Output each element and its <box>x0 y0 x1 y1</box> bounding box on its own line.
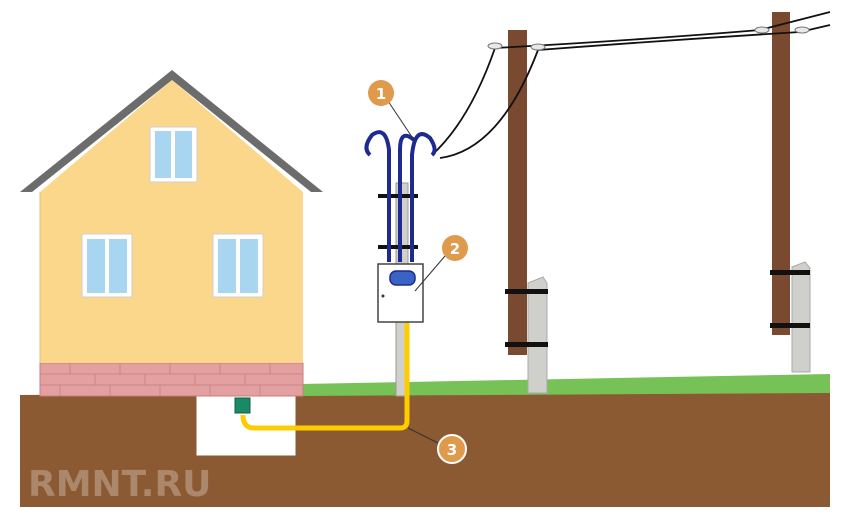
foundation-bricks <box>40 363 303 396</box>
service-drop-cable <box>364 130 437 262</box>
underground-cable <box>240 323 410 431</box>
house-foundation <box>39 362 304 397</box>
overhead-wire-second <box>537 24 831 51</box>
watermark: RMNT.RU <box>28 464 211 505</box>
meter-window <box>389 270 416 286</box>
window-right <box>212 233 264 298</box>
drop-wire-2 <box>439 49 539 159</box>
callout-1-label: 1 <box>376 85 386 103</box>
callout-leaders <box>387 100 446 444</box>
callout-1-leader <box>387 100 415 141</box>
power-pole-1 <box>505 30 548 394</box>
callout-2-badge <box>442 235 468 261</box>
cable-entry-box <box>234 397 251 414</box>
window-attic <box>149 126 198 183</box>
drop-wire-1 <box>431 47 496 156</box>
callout-2-label: 2 <box>450 240 460 258</box>
callout-2: 2 <box>442 235 468 261</box>
callout-3-label: 3 <box>447 441 457 459</box>
meter-lock <box>381 294 385 298</box>
power-pole-2 <box>770 12 811 373</box>
callout-3: 3 <box>437 434 467 464</box>
callout-1: 1 <box>368 80 394 106</box>
wood-pole-1 <box>508 30 527 355</box>
concrete-stand-1 <box>527 276 548 394</box>
window-left <box>81 233 133 298</box>
callout-2-leader <box>414 255 446 292</box>
meter-box <box>377 263 424 323</box>
watermark-text: RMNT.RU <box>28 464 211 505</box>
concrete-stand-2 <box>791 261 811 373</box>
pole-clamp-2a <box>770 270 810 275</box>
insulators <box>487 26 810 51</box>
wood-pole-2 <box>772 12 790 335</box>
pole-clamp-1a <box>505 289 548 294</box>
grass <box>300 374 830 396</box>
callout-1-badge <box>368 80 394 106</box>
pole-clamp-1b <box>505 342 548 347</box>
overhead-wires <box>431 11 831 159</box>
callout-3-badge <box>437 434 467 464</box>
house <box>20 70 323 397</box>
callout-3-leader <box>407 427 439 444</box>
house-wall <box>40 80 303 363</box>
pole-clamp-2b <box>770 323 810 328</box>
